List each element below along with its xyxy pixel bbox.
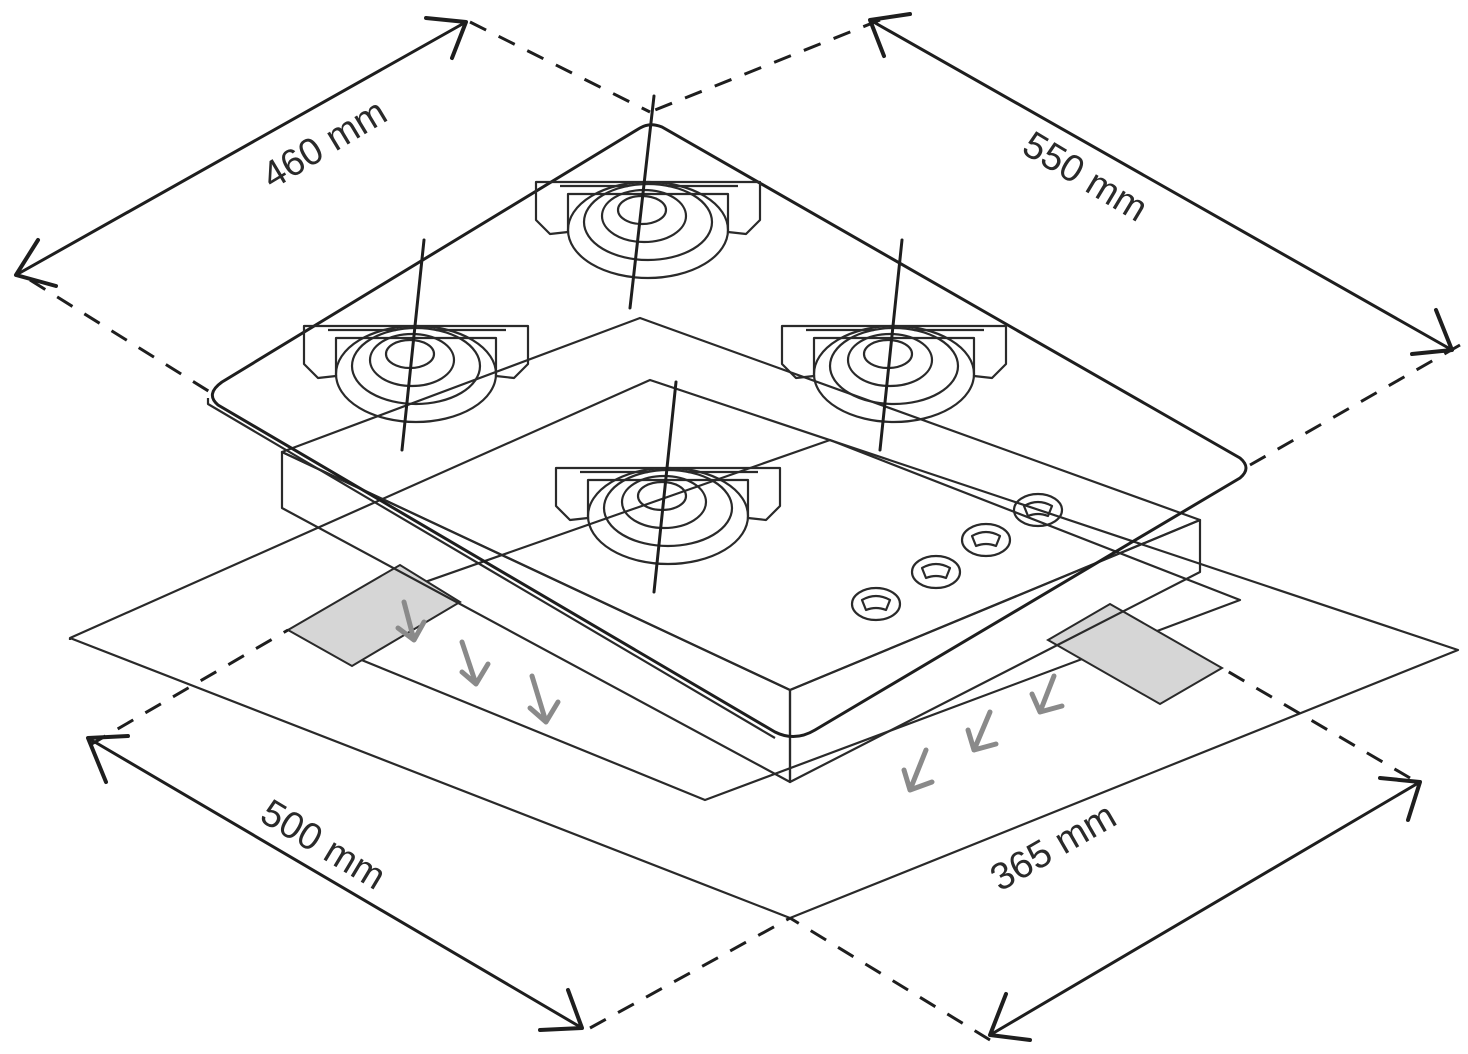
- ext-top-right-a: [649, 18, 881, 114]
- dimension-lines: [14, 12, 1454, 1042]
- worktop-plane: [68, 378, 1460, 920]
- vent-cutout-left: [285, 563, 462, 668]
- arrow-365-start: [988, 992, 1032, 1042]
- ext-top-left-a: [469, 20, 651, 114]
- dim-label-460: 460 mm: [255, 91, 394, 198]
- dim-line-460: [14, 20, 468, 277]
- hob: [206, 123, 1248, 784]
- airflow-arrow: [965, 709, 999, 753]
- ext-left: [29, 278, 211, 394]
- hob-base-front-right: [788, 518, 1202, 784]
- burners: [302, 94, 1008, 594]
- burner-right: [780, 238, 1008, 452]
- dim-label-550: 550 mm: [1015, 124, 1154, 231]
- ext-bottom-left: [89, 628, 289, 747]
- ext-bottom-mid-b: [789, 916, 991, 1042]
- airflow-arrow: [1029, 673, 1065, 715]
- dim-line-365: [988, 780, 1422, 1037]
- control-knobs: [850, 492, 1064, 622]
- airflow-arrow: [459, 639, 491, 687]
- knob-1: [850, 586, 902, 622]
- extension-lines: [29, 18, 1461, 1042]
- arrow-365-end: [1378, 776, 1422, 822]
- ext-right: [1249, 343, 1461, 467]
- airflow-arrow: [901, 747, 935, 793]
- arrow-460-start: [14, 238, 58, 288]
- airflow-arrows: [395, 599, 1065, 793]
- vent-cutout-right: [1045, 602, 1225, 706]
- arrow-550-end: [1410, 308, 1454, 356]
- hob-glass-edge: [206, 398, 776, 739]
- burner-front: [554, 380, 782, 594]
- arrow-550-start: [868, 12, 912, 58]
- burner-rear: [534, 94, 762, 310]
- arrow-460-end: [424, 16, 468, 60]
- dim-line-550: [868, 18, 1454, 352]
- ext-bottom-right: [1221, 666, 1411, 780]
- knob-2: [910, 554, 962, 590]
- hob-glass-top: [210, 123, 1248, 738]
- arrow-500-start: [86, 734, 130, 784]
- knob-4: [1012, 492, 1064, 528]
- cutout-opening: [286, 438, 1242, 802]
- ext-bottom-mid-a: [589, 916, 791, 1030]
- burner-left: [302, 238, 530, 452]
- worktop-outline: [68, 378, 1460, 920]
- knob-3: [960, 522, 1012, 558]
- dim-line-500: [86, 736, 584, 1030]
- dim-label-365: 365 mm: [984, 795, 1124, 900]
- airflow-arrow: [527, 673, 561, 725]
- dim-label-500: 500 mm: [253, 792, 392, 899]
- airflow-arrow: [395, 599, 427, 643]
- arrow-500-end: [538, 988, 584, 1032]
